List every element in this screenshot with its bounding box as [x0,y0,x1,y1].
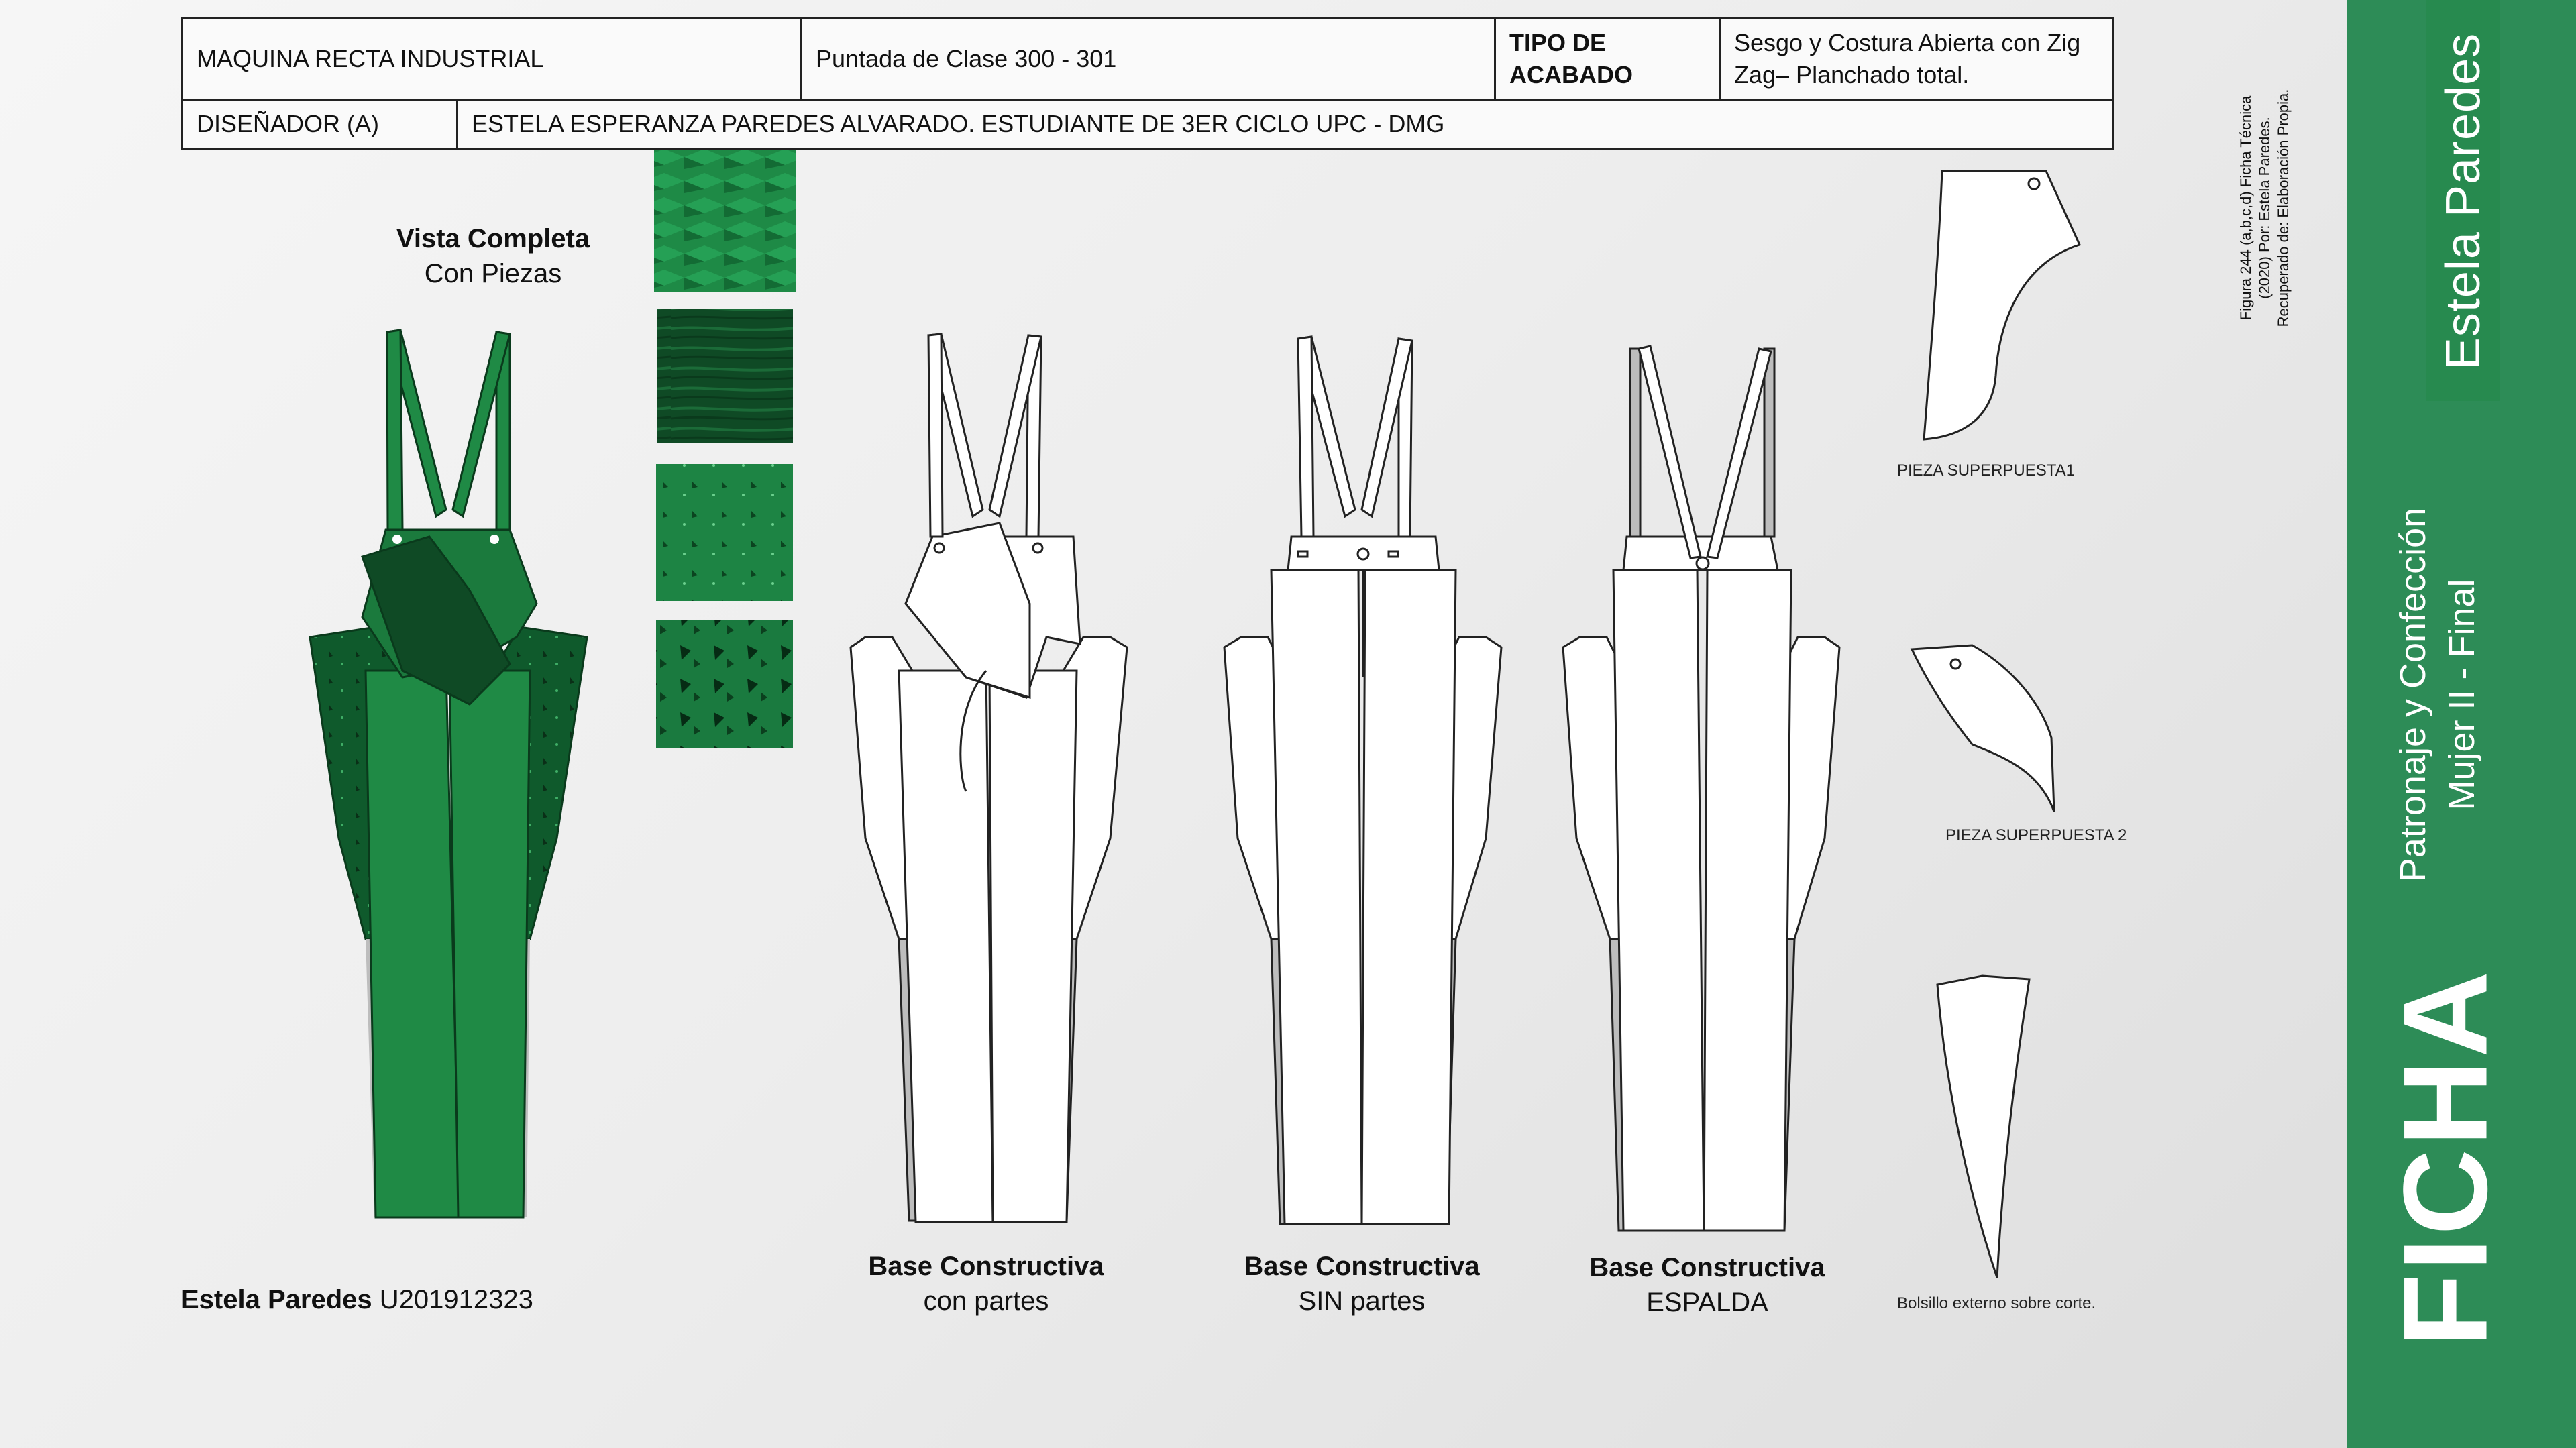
full-view-title: Vista Completa [396,224,590,254]
full-view-subtitle: Con Piezas [424,259,562,288]
base2-label: Base Constructiva SIN partes [1208,1249,1516,1319]
piece2-label: PIEZA SUPERPUESTA 2 [1945,826,2127,844]
spec-table: MAQUINA RECTA INDUSTRIAL Puntada de Clas… [181,17,2114,150]
overlay-piece-2-hole [1949,658,1962,670]
swatch-wood-grain [657,309,793,443]
sidebar-course-line-1: Patronaje y Confección [2393,507,2433,883]
base3-label: Base Constructiva ESPALDA [1553,1250,1862,1320]
author-label: Estela Paredes U201912323 [181,1282,651,1317]
sidebar-name-box [2426,0,2500,401]
designer-label-cell: DISEÑADOR (A) [183,101,458,148]
base1-title: Base Constructiva [868,1251,1104,1281]
designer-value-cell: ESTELA ESPERANZA PAREDES ALVARADO. ESTUD… [472,110,1445,137]
spec-row-1: MAQUINA RECTA INDUSTRIAL Puntada de Clas… [183,19,2112,101]
base2-subtitle: SIN partes [1298,1286,1426,1316]
sidebar-ficha-title: FICHA [2378,968,2512,1347]
spec-row-2: DISEÑADOR (A) ESTELA ESPERANZA PAREDES A… [183,101,2112,148]
swatch-pleated [654,150,796,292]
finish-value-cell: Sesgo y Costura Abierta con Zig Zag– Pla… [1734,29,2081,89]
full-view-label: Vista Completa Con Piezas [376,221,610,291]
base-without-parts-drawing [1223,335,1503,1225]
swatch-triangles [656,620,793,748]
base1-label: Base Constructiva con partes [832,1249,1140,1319]
overlay-piece-1-hole [2027,177,2041,190]
pocket-label: Bolsillo externo sobre corte. [1897,1294,2096,1313]
base3-title: Base Constructiva [1589,1253,1825,1282]
base-back-drawing [1562,345,1841,1232]
caption-line-1: Figura 244 (a,b,c,d) Ficha Técnica [2237,95,2254,321]
base1-subtitle: con partes [923,1286,1049,1316]
author-code: U201912323 [379,1285,533,1315]
base-with-parts-drawing [849,333,1128,1223]
figure-caption: Figura 244 (a,b,c,d) Ficha Técnica (2020… [2211,54,2318,362]
overlay-piece-2-shape [1910,644,2055,812]
caption-line-2: (2020) Por: Estela Paredes. [2256,117,2273,299]
figure-caption-text: Figura 244 (a,b,c,d) Ficha Técnica (2020… [2237,54,2293,362]
author-name: Estela Paredes [181,1285,372,1315]
finish-label-cell: TIPO DE ACABADO [1496,19,1721,99]
overall-colored-view [309,329,588,1219]
external-pocket-shape [1936,974,2031,1278]
caption-line-3: Recuperado de: Elaboración Propia. [2275,89,2292,327]
stitch-cell: Puntada de Clase 300 - 301 [802,19,1496,99]
piece1-label: PIEZA SUPERPUESTA1 [1897,461,2075,480]
base2-title: Base Constructiva [1244,1251,1480,1281]
sidebar-designer-name: Estela Paredes [2436,32,2490,370]
machine-cell: MAQUINA RECTA INDUSTRIAL [183,19,802,99]
base3-subtitle: ESPALDA [1646,1288,1768,1317]
sidebar-course-line-2: Mujer II - Final [2442,579,2482,811]
overlay-piece-1-shape [1923,170,2082,441]
swatch-dotted [656,464,793,601]
overlay-pieces [1910,170,2082,1278]
